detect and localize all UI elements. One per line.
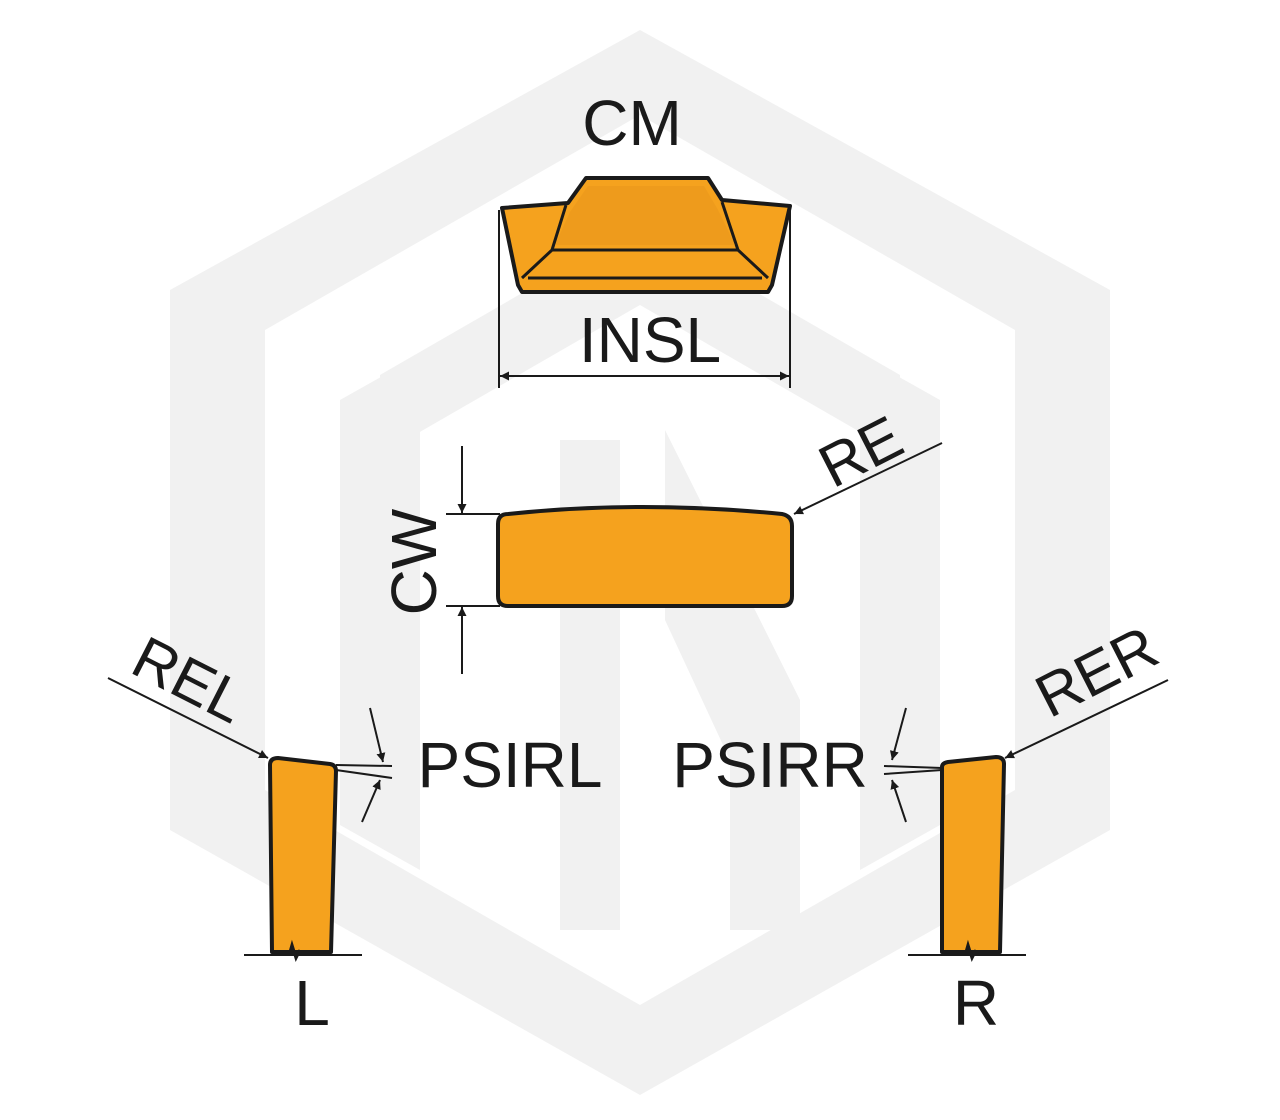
cw-label: CW (378, 508, 450, 615)
psirr-dimension: PSIRR (672, 707, 943, 823)
right-hand-label: R (953, 967, 999, 1039)
cw-insert-top-view (496, 505, 794, 608)
insl-dimension: INSL (498, 210, 791, 388)
cm-insert-chipbreaker (520, 201, 770, 280)
right-hand-insert: R (908, 755, 1026, 1039)
cm-label: CM (582, 87, 682, 159)
psirr-label: PSIRR (672, 729, 868, 801)
insl-label: INSL (579, 304, 721, 376)
right-insert-body (940, 755, 1006, 954)
cw-insert-body (496, 505, 794, 608)
cm-insert-front-view: CM (500, 87, 792, 294)
psirl-dimension: PSIRL (335, 707, 603, 823)
psirl-label: PSIRL (418, 729, 603, 801)
left-insert-body (268, 756, 338, 954)
left-hand-label: L (294, 967, 330, 1039)
cw-dimension: CW (378, 446, 500, 674)
left-hand-insert: L (244, 756, 362, 1039)
